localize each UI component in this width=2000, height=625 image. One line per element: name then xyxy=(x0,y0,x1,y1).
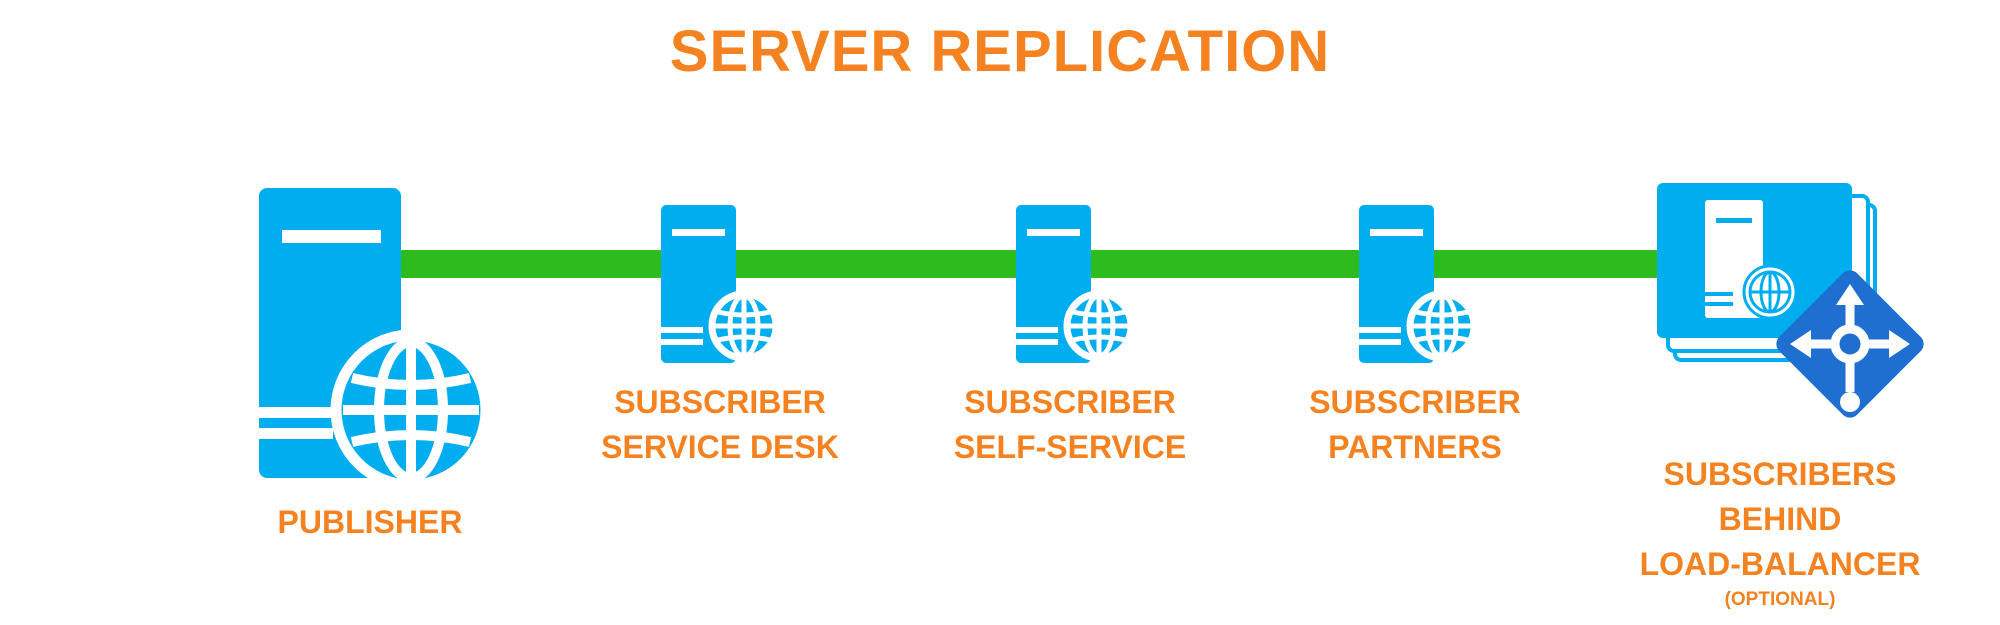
subscriber-partners-label: SUBSCRIBER PARTNERS xyxy=(1309,384,1521,465)
subscribers-load-balancer-label: SUBSCRIBERS BEHIND LOAD-BALANCER (OPTION… xyxy=(1630,452,1930,613)
globe-icon xyxy=(330,329,492,491)
subscriber-service-desk-server-icon xyxy=(661,205,776,363)
diagram-title: SERVER REPLICATION xyxy=(669,19,1331,84)
publisher-label: PUBLISHER xyxy=(277,504,463,540)
subscriber-self-service-server-icon xyxy=(1016,205,1131,363)
globe-icon xyxy=(1067,294,1131,358)
server-cluster-icon xyxy=(1657,183,1877,362)
globe-icon xyxy=(1742,264,1798,320)
subscriber-self-service-label: SUBSCRIBER SELF-SERVICE xyxy=(953,384,1187,465)
optional-note: (OPTIONAL) xyxy=(1724,589,1836,610)
globe-icon xyxy=(712,294,776,358)
globe-icon xyxy=(1410,294,1474,358)
subscriber-service-desk-label: SUBSCRIBER SERVICE DESK xyxy=(601,384,839,465)
subscriber-partners-server-icon xyxy=(1359,205,1474,363)
publisher-server-icon xyxy=(259,188,492,491)
load-balancer-icon xyxy=(1776,270,1924,418)
